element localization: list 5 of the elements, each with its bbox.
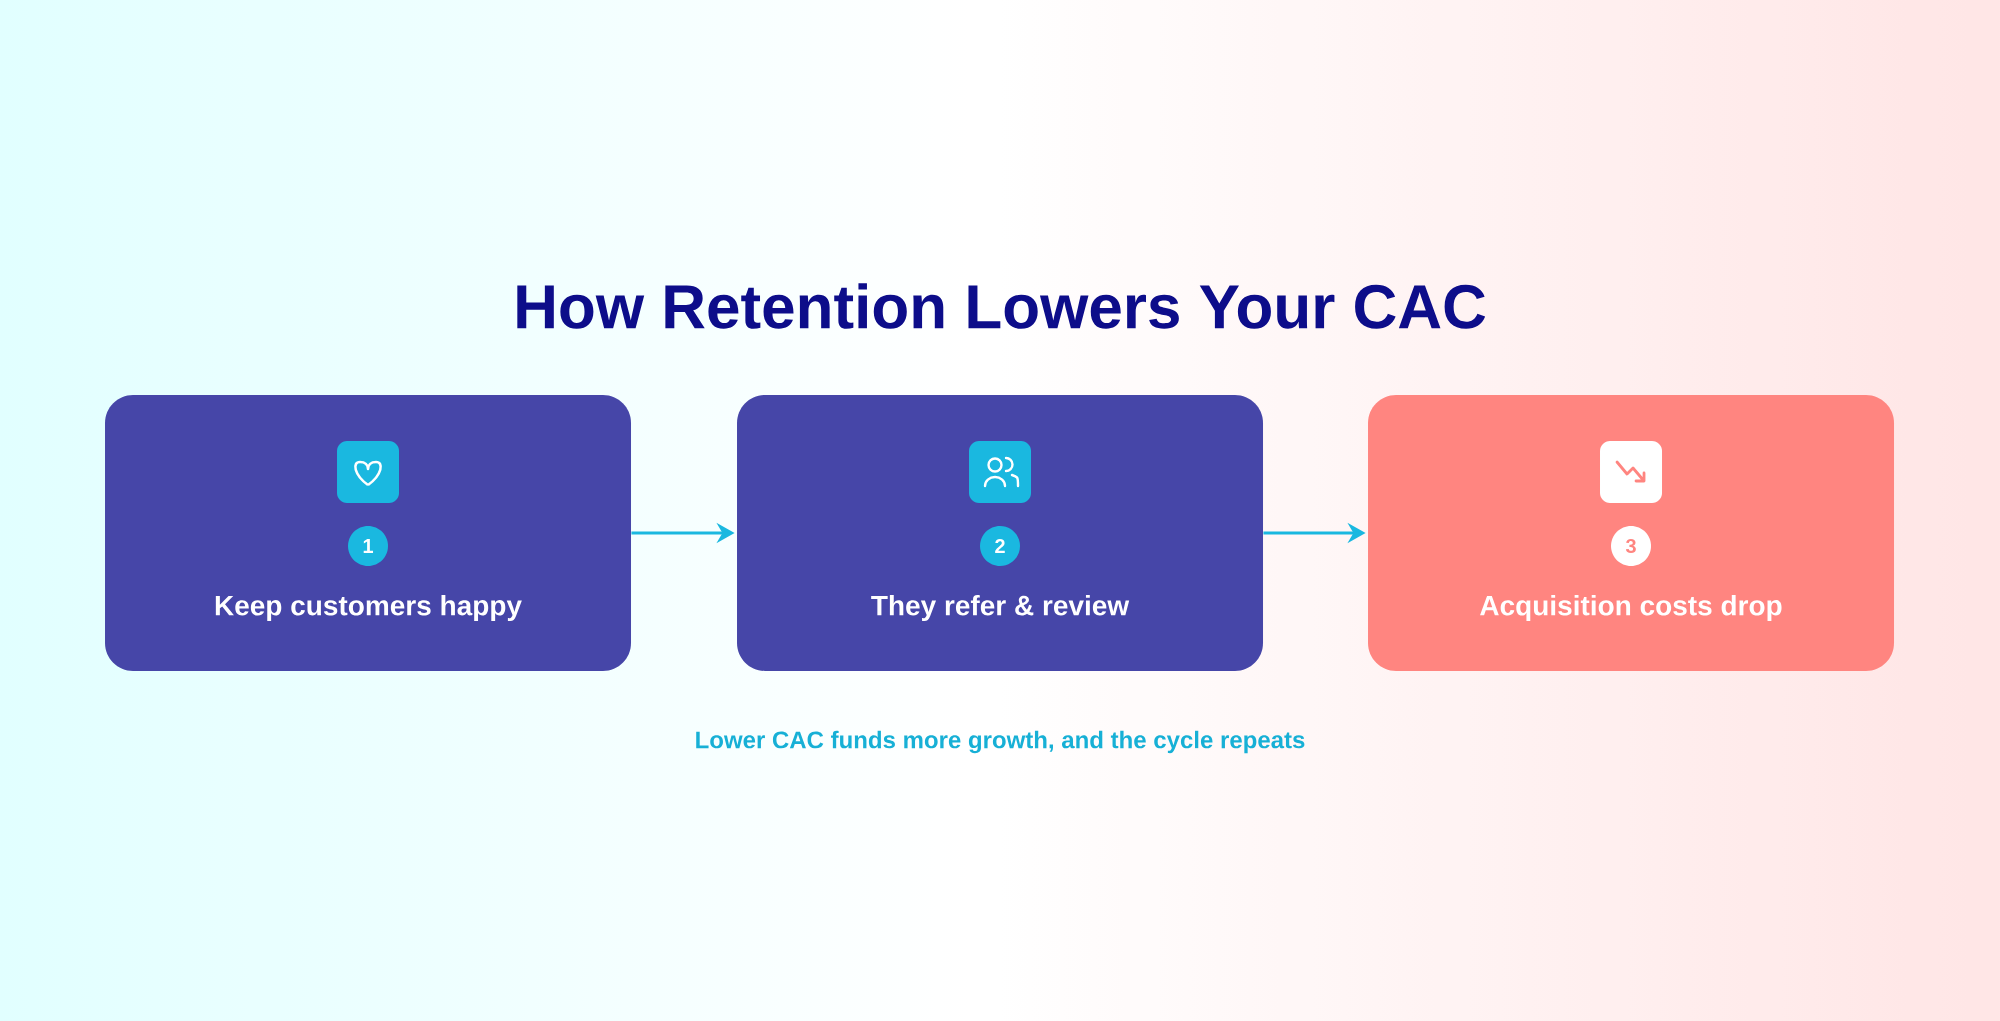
cycle-note: Lower CAC funds more growth, and the cycle repeats <box>696 730 1305 754</box>
number-badge: 1 <box>348 526 388 566</box>
number-badge: 2 <box>980 526 1020 566</box>
title: How Retention Lowers Your CAC <box>517 283 1486 329</box>
number-badge: 3 <box>1611 526 1651 566</box>
